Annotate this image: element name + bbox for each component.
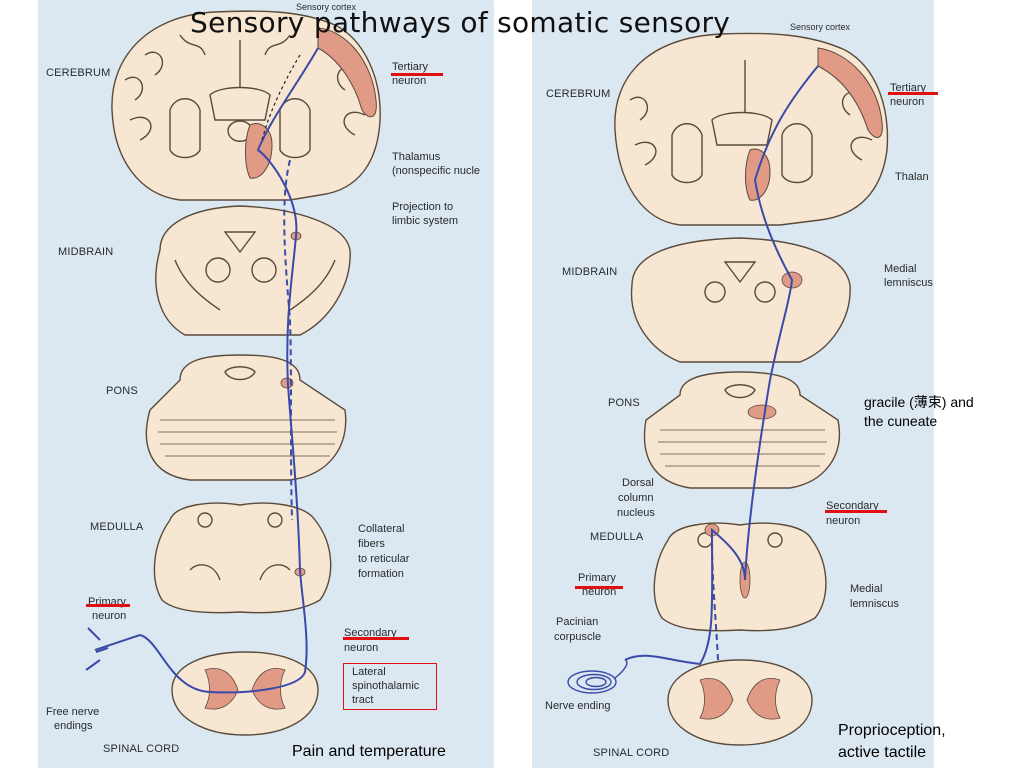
left-midbrain bbox=[155, 205, 351, 336]
left-level-spinal-cord: SPINAL CORD bbox=[103, 743, 180, 755]
page-title: Sensory pathways of somatic sensory bbox=[190, 6, 731, 39]
pacinian-corpuscle-icon bbox=[567, 659, 628, 694]
left-collateral-label-line4: formation bbox=[358, 568, 404, 580]
left-pons bbox=[145, 354, 347, 481]
left-collateral-label-line3: to reticular bbox=[358, 553, 410, 565]
right-medial-lemniscus-bottom-line1: Medial bbox=[850, 583, 883, 595]
right-secondary-label-line1: Secondary bbox=[826, 500, 879, 512]
left-spinal-gray-matter bbox=[204, 668, 286, 710]
left-lateral-label-line3: tract bbox=[352, 694, 374, 706]
right-dorsal-dashes bbox=[711, 539, 719, 661]
right-spinal-gray-matter bbox=[699, 678, 781, 720]
right-level-cerebrum: CEREBRUM bbox=[546, 88, 611, 100]
right-primary-label-line2: neuron bbox=[582, 586, 617, 598]
right-secondary-underline bbox=[825, 510, 887, 513]
right-caption-line2: active tactile bbox=[838, 744, 927, 761]
right-level-spinal-cord: SPINAL CORD bbox=[593, 747, 670, 759]
left-pathway bbox=[85, 47, 319, 694]
right-nerve-ending-label: Nerve ending bbox=[545, 700, 611, 712]
right-sensory-cortex-label: Sensory cortex bbox=[790, 22, 851, 32]
left-reticular-dashes bbox=[283, 159, 293, 521]
right-level-pons: PONS bbox=[608, 397, 640, 409]
left-secondary-label-line2: neuron bbox=[344, 642, 379, 654]
left-secondary-underline bbox=[343, 637, 409, 640]
right-cerebrum bbox=[614, 32, 889, 226]
left-caption: Pain and temperature bbox=[292, 743, 446, 760]
left-free-nerve-label-line1: Free nerve bbox=[46, 706, 100, 718]
left-tertiary-underline bbox=[391, 73, 443, 76]
right-level-midbrain: MIDBRAIN bbox=[562, 266, 618, 278]
right-pons bbox=[643, 371, 840, 489]
right-primary-underline bbox=[575, 586, 623, 589]
left-lateral-label-line1: Lateral bbox=[352, 666, 386, 678]
left-spinal-cord bbox=[171, 651, 319, 736]
gracile-cuneate-note-line1: gracile (薄束) and bbox=[864, 394, 974, 410]
right-level-medulla: MEDULLA bbox=[590, 531, 644, 543]
right-dorsal-label-line2: column bbox=[618, 492, 654, 504]
right-caption-line1: Proprioception, bbox=[838, 722, 946, 739]
right-dorsal-label-line1: Dorsal bbox=[622, 477, 654, 489]
right-secondary-label-line2: neuron bbox=[826, 515, 861, 527]
gracile-cuneate-note-line2: the cuneate bbox=[864, 413, 938, 429]
left-collateral-label-line2: fibers bbox=[358, 538, 385, 550]
left-lateral-tract-box bbox=[343, 663, 437, 710]
left-level-pons: PONS bbox=[106, 385, 138, 397]
left-lateral-label-line2: spinothalamic bbox=[352, 680, 420, 692]
left-collateral-label-line1: Collateral bbox=[358, 523, 405, 535]
right-thalamus-label: Thalan bbox=[895, 171, 929, 183]
left-projection-label-line2: limbic system bbox=[392, 215, 459, 227]
right-dorsal-label-line3: nucleus bbox=[617, 507, 655, 519]
left-thalamus-label-line2: (nonspecific nucle bbox=[392, 165, 481, 177]
left-free-nerve-label-line2: endings bbox=[54, 720, 93, 732]
left-primary-label-line2: neuron bbox=[92, 610, 127, 622]
right-sensory-cortex-highlight bbox=[817, 47, 883, 138]
right-medial-lemniscus-top-line2: lemniscus bbox=[884, 277, 933, 289]
right-pathway bbox=[624, 65, 819, 666]
right-medial-lemniscus-bottom-line2: lemniscus bbox=[850, 598, 899, 610]
left-projection-label-line1: Projection to bbox=[392, 201, 454, 213]
right-pons-highlight bbox=[747, 404, 777, 420]
right-tertiary-label-line1: Tertiary bbox=[890, 82, 927, 94]
left-primary-underline bbox=[86, 604, 130, 607]
left-tertiary-label-line1: Tertiary bbox=[392, 61, 429, 73]
left-level-midbrain: MIDBRAIN bbox=[58, 246, 114, 258]
left-secondary-label-line1: Secondary bbox=[344, 627, 397, 639]
left-medulla bbox=[153, 502, 332, 614]
right-pacinian-label-line1: Pacinian bbox=[556, 616, 599, 628]
left-level-cerebrum: CEREBRUM bbox=[46, 67, 111, 79]
right-spinal-cord bbox=[667, 659, 813, 746]
right-tertiary-label-line2: neuron bbox=[890, 96, 925, 108]
left-level-medulla: MEDULLA bbox=[90, 521, 144, 533]
right-pacinian-label-line2: corpuscle bbox=[554, 631, 602, 643]
right-medial-lemniscus-top-line1: Medial bbox=[884, 263, 917, 275]
right-tertiary-underline bbox=[888, 92, 938, 95]
right-midbrain bbox=[630, 237, 851, 363]
left-tertiary-label-line2: neuron bbox=[392, 75, 427, 87]
left-sensory-cortex-highlight bbox=[317, 27, 377, 118]
right-primary-label-line1: Primary bbox=[578, 572, 616, 584]
left-sensory-cortex-label: Sensory cortex bbox=[296, 2, 357, 12]
left-thalamus-label-line1: Thalamus bbox=[392, 151, 441, 163]
